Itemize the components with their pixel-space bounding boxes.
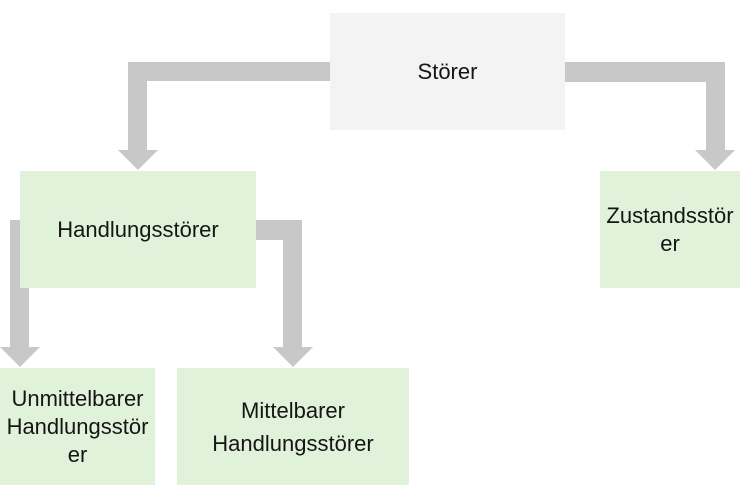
node-label-line2: Handlungsstörer <box>6 413 149 467</box>
connector-root-right-vertical <box>706 62 725 152</box>
node-label: Störer <box>417 59 478 84</box>
node-label: Zustandsstörer <box>606 202 734 256</box>
node-label: Handlungsstörer <box>57 217 219 242</box>
connector-handlung-right-vertical <box>283 220 302 348</box>
node-label-line1: Mittelbarer <box>241 397 345 423</box>
node-label-line2: Handlungsstörer <box>212 430 374 456</box>
arrowhead-to-handlungsstoerer <box>118 150 158 170</box>
node-stoerer: Störer <box>330 13 565 130</box>
connector-root-right-horizontal <box>565 62 725 82</box>
arrowhead-to-zustandsstoerer <box>695 150 735 170</box>
node-handlungsstoerer: Handlungsstörer <box>20 171 256 288</box>
node-zustandsstoerer: Zustandsstörer <box>600 171 740 288</box>
connector-root-left-horizontal <box>128 62 330 81</box>
connector-root-left-vertical <box>128 62 147 152</box>
node-label-line1: Unmittelbarer <box>11 385 144 411</box>
arrowhead-to-unmittelbar <box>0 347 40 367</box>
arrowhead-to-mittelbar <box>273 347 313 367</box>
